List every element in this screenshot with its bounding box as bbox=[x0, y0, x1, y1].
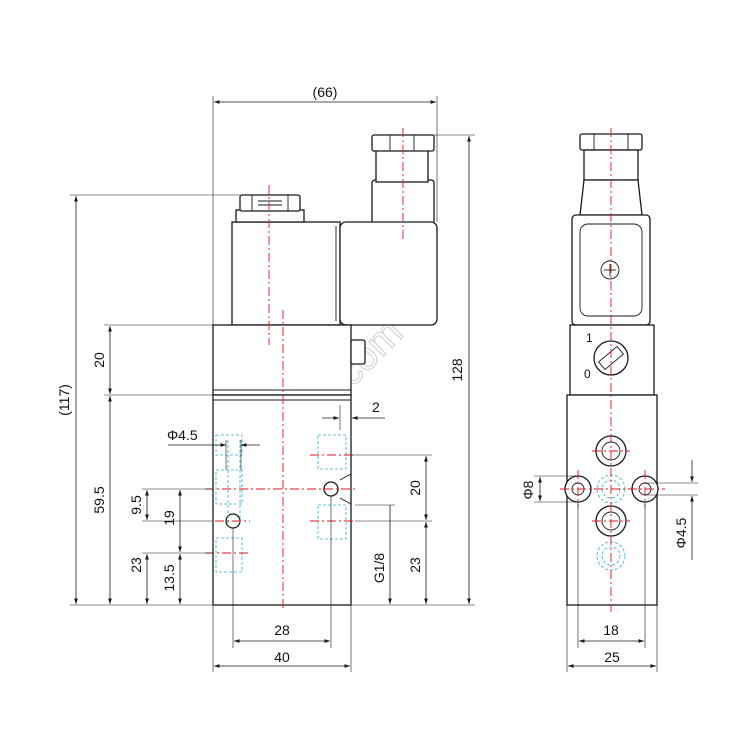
coil-housing bbox=[231, 221, 341, 326]
side-view: 1 0 bbox=[560, 128, 665, 612]
coil-top-plate bbox=[235, 209, 305, 223]
dim-overall-height: 128 bbox=[449, 358, 465, 382]
dim-port-spacing-right: 20 bbox=[407, 480, 423, 496]
dim-end-width: 25 bbox=[604, 649, 620, 665]
dim-hole-spacing: 28 bbox=[274, 622, 290, 638]
hidden-bore-1 bbox=[215, 469, 243, 505]
switch-label-on: 1 bbox=[586, 331, 593, 345]
front-view bbox=[205, 128, 438, 610]
coil-nut bbox=[239, 194, 301, 212]
dim-head-block: 20 bbox=[91, 352, 107, 368]
dim-port-thread: G1/8 bbox=[371, 553, 387, 584]
front-dimensions: (66) 128 (117) 20 59.5 9.5 23 19 13.5 bbox=[56, 84, 475, 672]
dim-bottom-13-5: 13.5 bbox=[161, 564, 177, 591]
dim-port-bottom-right: 23 bbox=[407, 557, 423, 573]
side-dimensions: Φ8 Φ4.5 18 25 bbox=[520, 460, 698, 672]
valve-body bbox=[212, 394, 352, 606]
dim-pitch-19: 19 bbox=[161, 510, 177, 526]
dim-pitch-9-5: 9.5 bbox=[128, 495, 144, 515]
side-screw bbox=[600, 260, 620, 280]
connector-cap bbox=[375, 149, 429, 183]
dim-port-offset: 2 bbox=[372, 399, 380, 415]
dim-body-height: (117) bbox=[56, 384, 72, 416]
dim-mount-hole: Φ4.5 bbox=[673, 517, 689, 548]
dim-overall-width: (66) bbox=[313, 84, 338, 100]
pilot-head bbox=[212, 324, 352, 396]
dim-mount-dia: Φ8 bbox=[520, 480, 536, 499]
dim-body-lower: 59.5 bbox=[91, 486, 107, 513]
manual-override bbox=[350, 339, 366, 365]
dim-bottom-23: 23 bbox=[128, 557, 144, 573]
connector-housing bbox=[339, 221, 438, 326]
switch-label-off: 0 bbox=[584, 367, 591, 381]
dim-end-spacing: 18 bbox=[603, 622, 619, 638]
dim-body-width: 40 bbox=[274, 649, 290, 665]
dim-hole-dia-side: Φ4.5 bbox=[167, 427, 198, 443]
hidden-bore-2 bbox=[215, 537, 243, 573]
